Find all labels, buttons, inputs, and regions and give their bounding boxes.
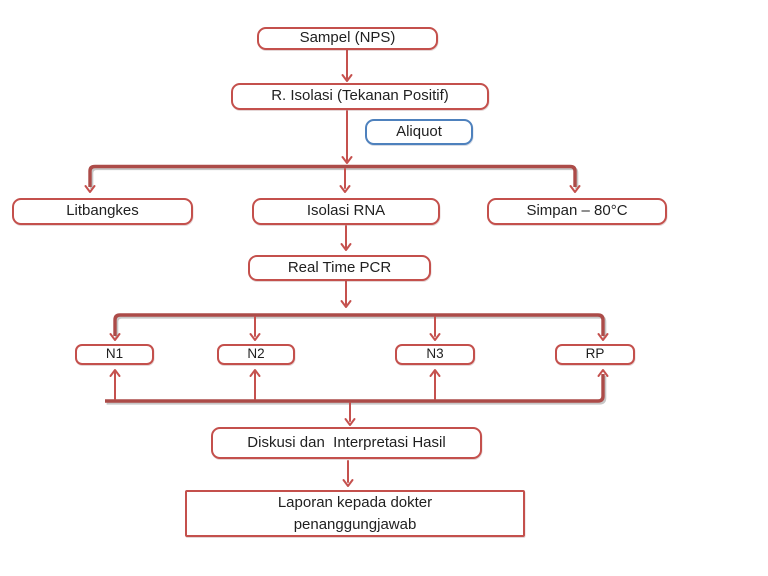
node-simpan-label: Simpan – 80°C: [526, 202, 628, 220]
node-real-time-pcr: Real Time PCR: [248, 255, 431, 281]
node-rp-label: RP: [585, 346, 605, 362]
node-rp: RP: [555, 344, 635, 365]
node-aliquot: Aliquot: [365, 119, 473, 145]
node-laporan-line2: penanggungjawab: [293, 515, 417, 533]
branch-line-mid: [113, 313, 605, 336]
node-isolasi-rna: Isolasi RNA: [252, 198, 440, 225]
connector-isolasirna-to-pcr: [340, 225, 352, 251]
node-laporan: Laporan kepada dokter penanggungjawab: [185, 490, 525, 537]
node-n2: N2: [217, 344, 295, 365]
branch-line-bottom-shadow: [106, 375, 607, 405]
node-diskusi-label: Diskusi dan Interpretasi Hasil: [247, 433, 446, 451]
node-n3: N3: [395, 344, 475, 365]
branch-line-top-shadow: [89, 166, 579, 189]
node-n1-label: N1: [105, 346, 124, 362]
branch-line-bottom: [105, 374, 605, 403]
branch-line-top: [88, 164, 577, 187]
connector-diskusi-to-laporan: [342, 460, 354, 487]
node-r-isolasi: R. Isolasi (Tekanan Positif): [231, 83, 489, 110]
branch-mid-arrows-down: [109, 316, 609, 341]
node-real-time-pcr-label: Real Time PCR: [287, 258, 392, 276]
node-isolasi-rna-label: Isolasi RNA: [306, 202, 386, 220]
node-sampel: Sampel (NPS): [257, 27, 438, 50]
node-sampel-label: Sampel (NPS): [299, 29, 396, 47]
node-litbangkes: Litbangkes: [12, 198, 193, 225]
connector-branch-to-diskusi: [344, 402, 356, 426]
connector-isolasi-to-branch-top: [341, 110, 353, 164]
node-laporan-line1: Laporan kepada dokter: [277, 493, 433, 511]
node-litbangkes-label: Litbangkes: [66, 202, 139, 220]
node-r-isolasi-label: R. Isolasi (Tekanan Positif): [271, 87, 449, 105]
node-n1: N1: [75, 344, 154, 365]
connector-sampel-to-isolasi: [341, 49, 353, 82]
connector-pcr-to-branch-mid: [340, 280, 352, 308]
branch-line-mid-shadow: [114, 315, 607, 338]
branch-top-arrows-down: [84, 168, 581, 193]
branch-bottom-arrows-up: [109, 369, 609, 400]
node-n2-label: N2: [247, 346, 265, 362]
node-aliquot-label: Aliquot: [396, 122, 442, 140]
node-simpan: Simpan – 80°C: [487, 198, 667, 225]
node-n3-label: N3: [426, 346, 444, 362]
node-diskusi: Diskusi dan Interpretasi Hasil: [211, 427, 482, 459]
